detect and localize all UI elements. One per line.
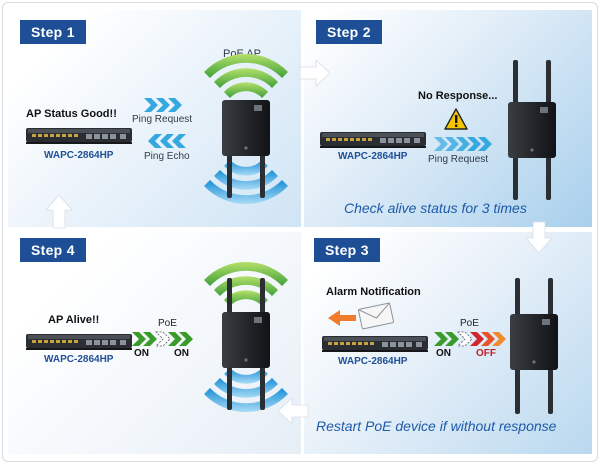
step4-poe-label: PoE: [158, 318, 177, 329]
access-point-icon: [204, 262, 288, 412]
switch-icon: [26, 334, 132, 350]
switch-icon: [320, 132, 426, 148]
step3-device-model: WAPC-2864HP: [338, 356, 408, 367]
step4-status-text: AP Alive!!: [48, 314, 100, 326]
step2-device-model: WAPC-2864HP: [338, 151, 408, 162]
step4-device-model: WAPC-2864HP: [44, 354, 114, 365]
arrow-right-icon: [299, 59, 331, 87]
arrow-down-icon: [525, 221, 553, 254]
step1-status-text: AP Status Good!!: [26, 108, 117, 120]
step2-caption: Check alive status for 3 times: [344, 200, 527, 216]
chevron-right-icon: [144, 98, 182, 112]
step3-panel: Step 3 Alarm Notification WAPC-2864HP Po…: [304, 232, 592, 454]
step3-badge: Step 3: [314, 238, 380, 262]
step3-poe-label: PoE: [460, 318, 479, 329]
step1-ping-request-label: Ping Request: [132, 114, 193, 125]
step2-ping-request-label: Ping Request: [428, 154, 489, 165]
email-alert-icon: [328, 302, 394, 330]
access-point-icon: [510, 278, 558, 414]
step2-badge: Step 2: [316, 20, 382, 44]
switch-icon: [322, 336, 428, 352]
chevron-right-icon: [434, 137, 492, 151]
step3-off-label: OFF: [476, 348, 496, 359]
step4-on-label-2: ON: [174, 348, 189, 359]
step4-panel: Step 4 AP Alive!! WAPC-2864HP PoE ON ON: [8, 232, 301, 454]
step3-caption: Restart PoE device if without response: [316, 418, 557, 434]
step1-device-model: WAPC-2864HP: [44, 150, 114, 161]
switch-icon: [26, 128, 132, 144]
step2-panel: Step 2 No Response... WAPC-2864HP Ping R…: [304, 10, 592, 227]
step4-badge: Step 4: [20, 238, 86, 262]
access-point-icon: [204, 53, 288, 204]
step2-status-text: No Response...: [418, 90, 498, 102]
arrow-up-icon: [45, 194, 73, 229]
warning-icon: [444, 108, 468, 130]
chevron-right-icon: [434, 331, 506, 347]
chevron-right-icon: [132, 331, 193, 347]
step3-status-text: Alarm Notification: [326, 286, 421, 298]
step4-on-label-1: ON: [134, 348, 149, 359]
step1-badge: Step 1: [20, 20, 86, 44]
step1-panel: Step 1 AP Status Good!! WAPC-2864HP Ping…: [8, 10, 301, 227]
access-point-icon: [508, 60, 556, 200]
step3-on-label: ON: [436, 348, 451, 359]
chevron-left-icon: [148, 134, 186, 148]
step1-ping-echo-label: Ping Echo: [144, 151, 190, 162]
arrow-left-icon: [277, 397, 309, 425]
